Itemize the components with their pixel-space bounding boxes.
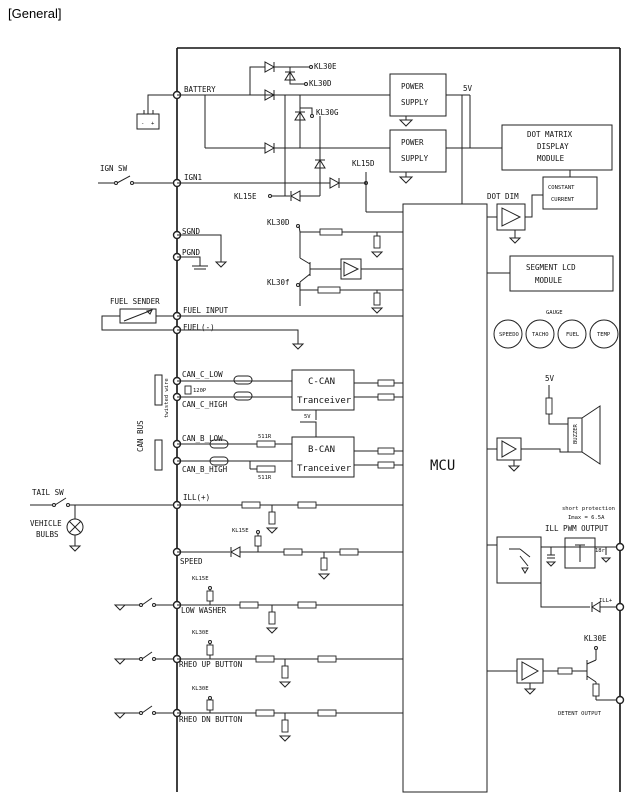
fuel-sender-label: FUEL SENDER	[110, 297, 160, 306]
ill-plus-label: ILL+	[599, 598, 613, 604]
pin-detent	[615, 695, 625, 705]
svg-text:+: +	[151, 121, 155, 127]
gauge-speedo	[493, 319, 523, 349]
svg-text:SUPPLY: SUPPLY	[401, 154, 429, 163]
battery-label: BATTERY	[184, 85, 216, 94]
can-c-low-label: CAN_C_LOW	[182, 370, 223, 379]
svg-text:C-CAN: C-CAN	[308, 377, 335, 387]
vehicle-label-1: VEHICLE	[30, 519, 62, 528]
kl30d-mid-label: KL30D	[267, 218, 290, 227]
segment-lcd-module	[509, 255, 614, 292]
kl15d-label: KL15D	[352, 159, 375, 168]
kl30e-dn-label: KL30E	[192, 686, 209, 692]
rheo-up-label: RHEO UP BUTTON	[179, 660, 242, 669]
detent-output-label: DETENT OUTPUT	[558, 711, 602, 717]
mcu-label: MCU	[430, 458, 455, 474]
rheo-dn-label: RHEO DN BUTTON	[179, 715, 242, 724]
power-supply-2	[389, 129, 447, 173]
svg-text:511R: 511R	[258, 434, 272, 440]
kl30e-top-label: KL30E	[314, 62, 337, 71]
gauge-label: FUEL	[566, 332, 580, 338]
pin-ill-plus	[615, 602, 625, 612]
kl15e-washer-label: KL15E	[192, 576, 209, 582]
svg-text:-: -	[141, 121, 144, 127]
kl30e-right-label: KL30E	[584, 634, 607, 643]
page-header: [General]	[8, 6, 62, 21]
kl30e-up-label: KL30E	[192, 630, 209, 636]
low-washer-label: LOW WASHER	[181, 606, 227, 615]
ign1-label: IGN1	[184, 173, 202, 182]
svg-text:Tranceiver: Tranceiver	[297, 464, 352, 474]
power-supply-1	[389, 73, 447, 117]
svg-text:5V: 5V	[304, 414, 311, 420]
kl15e-speed-label: KL15E	[232, 528, 249, 534]
gauge-title: GAUGE	[546, 310, 563, 316]
svg-text:POWER: POWER	[401, 138, 424, 147]
kl15e-top-label: KL15E	[234, 192, 257, 201]
svg-text:POWER: POWER	[401, 82, 424, 91]
ill-label: ILL(+)	[183, 493, 210, 502]
gauge-temp	[589, 319, 619, 349]
v5-buzzer-label: 5V	[545, 374, 555, 383]
svg-text:CURRENT: CURRENT	[551, 197, 575, 203]
ill-pwm-label: ILL PWM OUTPUT	[545, 524, 609, 533]
gauge-tacho	[525, 319, 555, 349]
gauge-label: SPEEDO	[499, 332, 519, 338]
kl30f-label: KL30f	[267, 278, 290, 287]
sgnd-label: SGND	[182, 227, 201, 236]
power-section: - + BATTERY KL30E KL30D KL30G	[98, 61, 502, 213]
tail-sw-label: TAIL SW	[32, 488, 64, 497]
mcu-block: MCU	[402, 203, 488, 793]
gauge-row: SPEEDO TACHO FUEL TEMP	[493, 319, 619, 349]
pgnd-label: PGND	[182, 248, 201, 257]
svg-text:short protection: short protection	[562, 506, 615, 512]
svg-text:Imax = 6.5A: Imax = 6.5A	[568, 515, 605, 521]
svg-text:B-CAN: B-CAN	[308, 445, 335, 455]
svg-text:DISPLAY: DISPLAY	[537, 142, 569, 151]
fuel-input-label: FUEL INPUT	[183, 306, 229, 315]
svg-text:18r: 18r	[595, 548, 606, 554]
svg-text:MODULE: MODULE	[537, 154, 565, 163]
display-section: DOT MATRIX DISPLAY MODULE DOT DIM CONSTA…	[487, 124, 619, 349]
svg-text:120P: 120P	[193, 388, 207, 394]
right-output-section: 5V BUZZER short protection Imax = 6.5A I…	[487, 374, 625, 717]
kl30g-label: KL30G	[316, 108, 339, 117]
svg-text:511R: 511R	[258, 475, 272, 481]
gauge-label: TACHO	[532, 332, 549, 338]
lower-input-section: TAIL SW VEHICLE BULBS ILL(+) KL15E SPEED	[30, 488, 403, 742]
vehicle-label-2: BULBS	[36, 530, 59, 539]
pin-ill-pwm	[615, 542, 625, 552]
constant-current-box	[542, 176, 598, 210]
svg-text:CONSTANT: CONSTANT	[548, 185, 575, 191]
kl30d-top-label: KL30D	[309, 79, 332, 88]
b-can-transceiver	[291, 436, 355, 478]
svg-text:DOT MATRIX: DOT MATRIX	[527, 130, 573, 139]
svg-text:SUPPLY: SUPPLY	[401, 98, 429, 107]
pwm-driver-box	[496, 536, 542, 584]
can-b-high-label: CAN_B_HIGH	[182, 465, 228, 474]
svg-text:Tranceiver: Tranceiver	[297, 396, 352, 406]
dot-dim-label: DOT DIM	[487, 192, 519, 201]
gauge-fuel	[557, 319, 587, 349]
gauge-label: TEMP	[597, 332, 611, 338]
can-b-low-label: CAN_B_LOW	[182, 434, 223, 443]
ign-sw-label: IGN SW	[100, 164, 128, 173]
svg-text:SEGMENT LCD: SEGMENT LCD	[526, 263, 576, 272]
v5-top-label: 5V	[463, 84, 473, 93]
svg-text:BUZZER: BUZZER	[573, 423, 579, 444]
fuel-minus-label: FUEL(-)	[183, 323, 215, 332]
can-bus-label: CAN BUS	[136, 420, 145, 452]
short-protection-box	[564, 537, 596, 569]
can-c-high-label: CAN_C_HIGH	[182, 400, 228, 409]
speed-label: SPEED	[180, 557, 203, 566]
c-can-transceiver	[291, 369, 355, 411]
cluster-outline	[176, 47, 621, 792]
ground-fuel-section: SGND PGND KL30D KL30f FUEL SENDER	[101, 218, 403, 350]
svg-text:MODULE: MODULE	[535, 276, 563, 285]
twisted-wire-label: twisted wire	[164, 378, 170, 418]
dot-matrix-module	[501, 124, 613, 171]
can-section: CAN BUS twisted wire CAN_C_LOW CAN_C_HIG…	[136, 369, 403, 481]
